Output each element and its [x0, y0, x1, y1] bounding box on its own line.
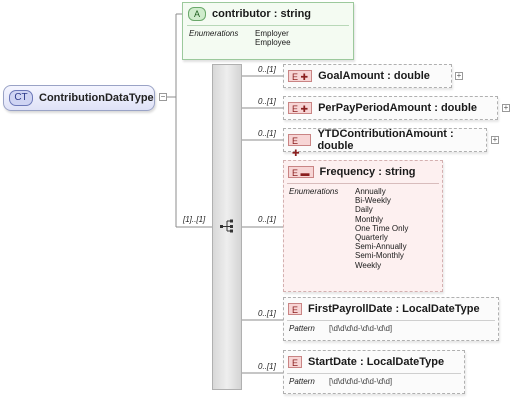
element-occurrence: 0..[1]	[258, 65, 276, 74]
attribute-enumerations-list: Employer Employee	[255, 29, 291, 47]
element-occurrence: 0..[1]	[258, 215, 276, 224]
pattern-label: Pattern	[289, 324, 315, 333]
element-badge: E ✚	[288, 102, 313, 114]
sequence-occurrence: [1]..[1]	[183, 215, 206, 224]
element-badge: E	[288, 303, 303, 315]
element-goalamount[interactable]: E ✚ GoalAmount : double	[283, 64, 452, 88]
attribute-enumerations-label: Enumerations	[189, 29, 239, 38]
element-badge: E ▬	[288, 166, 314, 178]
enum-value: Weekly	[355, 260, 382, 270]
pattern-value: [\d\d\d\d-\d\d-\d\d]	[329, 377, 393, 386]
element-startdate[interactable]: E StartDate : LocalDateType Pattern [\d\…	[283, 350, 465, 394]
pattern-value: [\d\d\d\d-\d\d-\d\d]	[329, 324, 393, 333]
attribute-title: contributor : string	[212, 8, 312, 20]
sequence-icon[interactable]	[219, 219, 235, 233]
attribute-node[interactable]: A contributor : string Enumerations Empl…	[182, 2, 354, 60]
enum-value: Monthly	[355, 214, 384, 224]
pattern-label: Pattern	[289, 377, 315, 386]
enum-value: Employer	[255, 29, 289, 38]
frequency-enumerations-label: Enumerations	[289, 187, 339, 196]
plus-icon[interactable]: +	[491, 135, 499, 144]
element-ytdcontributionamount[interactable]: E ✚ YTDContributionAmount : double	[283, 128, 487, 158]
frequency-enumerations-list: Annually Bi-Weekly Daily Monthly One Tim…	[355, 187, 408, 270]
element-title: Frequency : string	[319, 166, 416, 178]
enum-value: One Time Only	[355, 223, 409, 233]
element-title: GoalAmount : double	[318, 70, 430, 82]
element-occurrence: 0..[1]	[258, 309, 276, 318]
element-occurrence: 0..[1]	[258, 362, 276, 371]
element-firstpayrolldate[interactable]: E FirstPayrollDate : LocalDateType Patte…	[283, 297, 499, 341]
enum-value: Bi-Weekly	[355, 196, 391, 206]
plus-icon[interactable]: +	[455, 71, 463, 80]
element-badge: E ✚	[288, 70, 313, 82]
complex-type-node[interactable]: CT ContributionDataType	[3, 85, 155, 111]
element-title: StartDate : LocalDateType	[308, 356, 445, 368]
enum-value: Semi-Annually	[355, 242, 407, 252]
enum-value: Employee	[255, 38, 291, 47]
element-title: YTDContributionAmount : double	[317, 128, 454, 152]
element-title: PerPayPeriodAmount : double	[318, 102, 477, 114]
element-perpayperiodamount[interactable]: E ✚ PerPayPeriodAmount : double	[283, 96, 498, 120]
element-divider	[287, 373, 461, 374]
complex-type-badge: CT	[9, 90, 33, 106]
element-divider	[287, 183, 439, 184]
complex-type-name: ContributionDataType	[39, 92, 154, 104]
element-badge: E ✚	[288, 134, 312, 158]
enum-value: Quarterly	[355, 233, 388, 243]
enum-value: Semi-Monthly	[355, 251, 404, 261]
element-occurrence: 0..[1]	[258, 97, 276, 106]
element-title: FirstPayrollDate : LocalDateType	[308, 303, 480, 315]
enum-value: Daily	[355, 205, 373, 215]
element-occurrence: 0..[1]	[258, 129, 276, 138]
element-divider	[287, 320, 495, 321]
enum-value: Annually	[355, 187, 386, 196]
minus-icon[interactable]: −	[159, 92, 167, 101]
plus-icon[interactable]: +	[502, 103, 510, 112]
element-badge: E	[288, 356, 303, 368]
attribute-divider	[187, 25, 349, 26]
element-frequency[interactable]: E ▬ Frequency : string Enumerations Annu…	[283, 160, 443, 292]
attribute-badge: A	[188, 7, 206, 21]
